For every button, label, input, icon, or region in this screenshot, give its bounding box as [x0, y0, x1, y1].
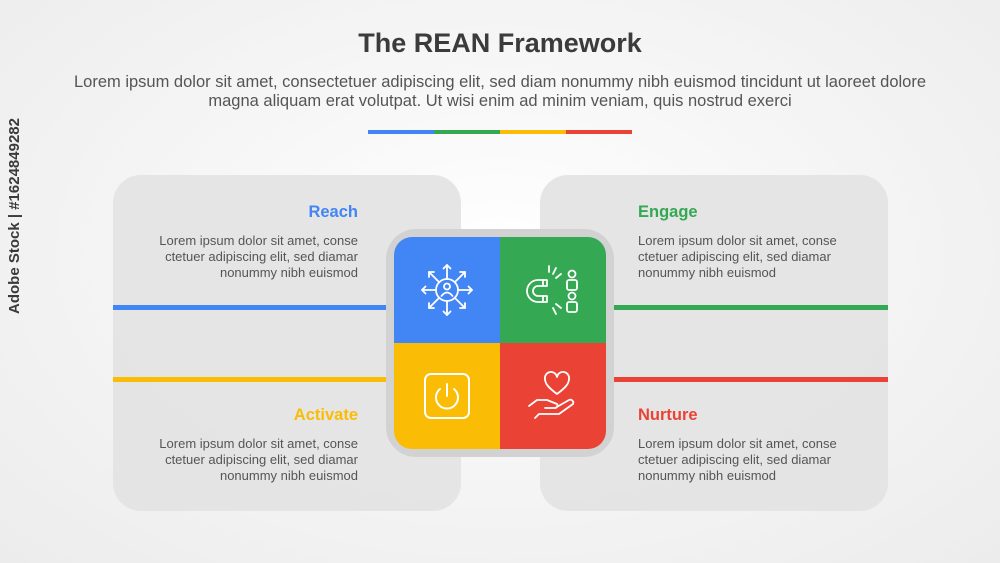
engage-connector-line [607, 305, 888, 310]
nurture-description: Lorem ipsum dolor sit amet, conse ctetue… [638, 436, 837, 483]
engage-description: Lorem ipsum dolor sit amet, conse ctetue… [638, 233, 837, 280]
engage-heading: Engage [638, 203, 698, 221]
page-title: The REAN Framework [358, 28, 642, 58]
nurture-connector-line [607, 377, 888, 382]
engage-quadrant [500, 237, 606, 343]
divider-segment-reach [368, 130, 434, 134]
activate-description: Lorem ipsum dolor sit amet, conse ctetue… [159, 436, 358, 483]
power-button-icon [424, 373, 470, 419]
heart-hand-icon [528, 371, 575, 419]
activate-heading: Activate [293, 406, 358, 424]
nurture-heading: Nurture [638, 406, 698, 424]
reach-connector-line [113, 305, 393, 310]
activate-quadrant [394, 343, 500, 449]
reach-heading: Reach [308, 203, 358, 221]
page-subtitle: Lorem ipsum dolor sit amet, consectetuer… [73, 73, 927, 110]
reach-description: Lorem ipsum dolor sit amet, conse ctetue… [159, 233, 358, 280]
network-people-icon [421, 264, 473, 316]
nurture-quadrant [500, 343, 606, 449]
magnet-people-icon [526, 265, 578, 315]
divider-segment-nurture [566, 130, 632, 134]
divider-segment-engage [434, 130, 500, 134]
stock-watermark: Adobe Stock | #1624849282 [6, 118, 23, 314]
reach-quadrant [394, 237, 500, 343]
divider-segment-activate [500, 130, 566, 134]
activate-connector-line [113, 377, 393, 382]
